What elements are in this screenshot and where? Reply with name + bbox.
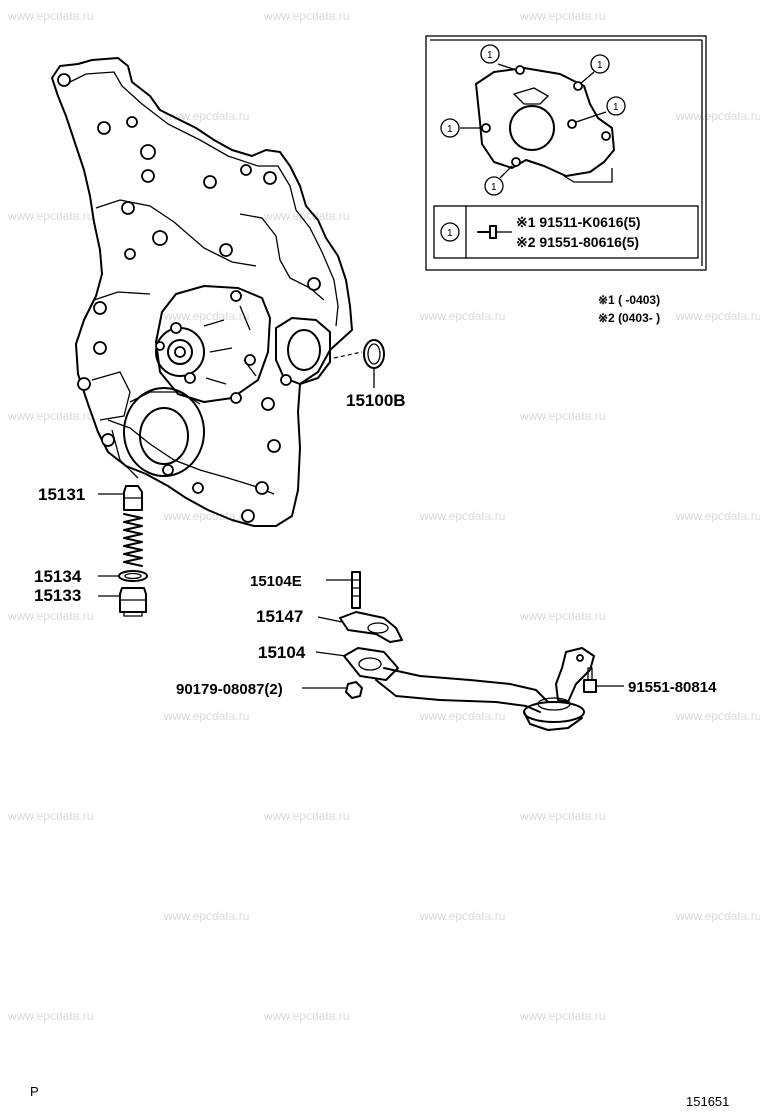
watermark-grid: www.epcdata.ru www.epcdata.ru www.epcdat… — [7, 9, 760, 1023]
watermark: www.epcdata.ru — [675, 309, 760, 323]
callout-number: 1 — [447, 228, 453, 239]
callout-number: 1 — [447, 124, 453, 135]
watermark: www.epcdata.ru — [163, 709, 249, 723]
callout-number: 1 — [597, 60, 603, 71]
watermark: www.epcdata.ru — [163, 509, 249, 523]
detail-inset: 1 1 1 1 1 1 ※1 91511-K0616(5) ※2 91551-8… — [425, 35, 707, 271]
watermark: www.epcdata.ru — [519, 609, 605, 623]
watermark: www.epcdata.ru — [7, 809, 93, 823]
watermark: www.epcdata.ru — [7, 609, 93, 623]
watermark: www.epcdata.ru — [7, 1009, 93, 1023]
part-number-label: 90179-08087(2) — [176, 681, 283, 698]
callout-number: 1 — [487, 50, 493, 61]
watermark: www.epcdata.ru — [7, 409, 93, 423]
timing-cover-oil-pump-drawing — [51, 57, 353, 527]
watermark: www.epcdata.ru — [263, 9, 349, 23]
part-number-label: 91551-80814 — [628, 679, 717, 696]
watermark: www.epcdata.ru — [163, 309, 249, 323]
bolt-part-number-1: ※1 91511-K0616(5) — [516, 214, 641, 230]
watermark: www.epcdata.ru — [675, 509, 760, 523]
part-number-label: 15134 — [34, 567, 82, 586]
relief-valve-parts: 15131 15134 15133 — [34, 485, 148, 617]
part-number-label: 15147 — [256, 607, 303, 626]
bolt-part-number-2: ※2 91551-80616(5) — [516, 234, 639, 250]
watermark: www.epcdata.ru — [419, 909, 505, 923]
watermark: www.epcdata.ru — [419, 309, 505, 323]
o-ring-15100b: 15100B — [333, 339, 406, 410]
callout-number: 1 — [491, 182, 497, 193]
part-number-label: 15131 — [38, 485, 85, 504]
part-number-label: 15104E — [250, 573, 302, 590]
watermark: www.epcdata.ru — [163, 909, 249, 923]
watermark: www.epcdata.ru — [263, 1009, 349, 1023]
note-2: ※2 (0403- ) — [598, 311, 660, 325]
watermark: www.epcdata.ru — [675, 709, 760, 723]
part-number-label: 15104 — [258, 643, 306, 662]
illustration-number: 151651 — [686, 1094, 729, 1109]
watermark: www.epcdata.ru — [519, 809, 605, 823]
watermark: www.epcdata.ru — [519, 1009, 605, 1023]
watermark: www.epcdata.ru — [263, 209, 349, 223]
watermark: www.epcdata.ru — [519, 9, 605, 23]
part-number-label: 15100B — [346, 391, 406, 410]
oil-strainer-assembly: 15104E 15147 15104 90179-08087(2) 91551-… — [176, 571, 717, 731]
watermark: www.epcdata.ru — [675, 109, 760, 123]
inset-callouts: 1 1 1 1 1 — [440, 44, 626, 196]
watermark: www.epcdata.ru — [263, 809, 349, 823]
watermark: www.epcdata.ru — [7, 209, 93, 223]
watermark: www.epcdata.ru — [7, 9, 93, 23]
note-1: ※1 ( -0403) — [598, 293, 660, 307]
watermark: www.epcdata.ru — [163, 109, 249, 123]
callout-number: 1 — [613, 102, 619, 113]
part-number-label: 15133 — [34, 586, 81, 605]
watermark: www.epcdata.ru — [419, 509, 505, 523]
watermark: www.epcdata.ru — [519, 409, 605, 423]
corner-label-left: P — [30, 1084, 39, 1099]
watermark: www.epcdata.ru — [419, 709, 505, 723]
watermark: www.epcdata.ru — [675, 909, 760, 923]
cover-bolt-holes — [57, 73, 321, 523]
